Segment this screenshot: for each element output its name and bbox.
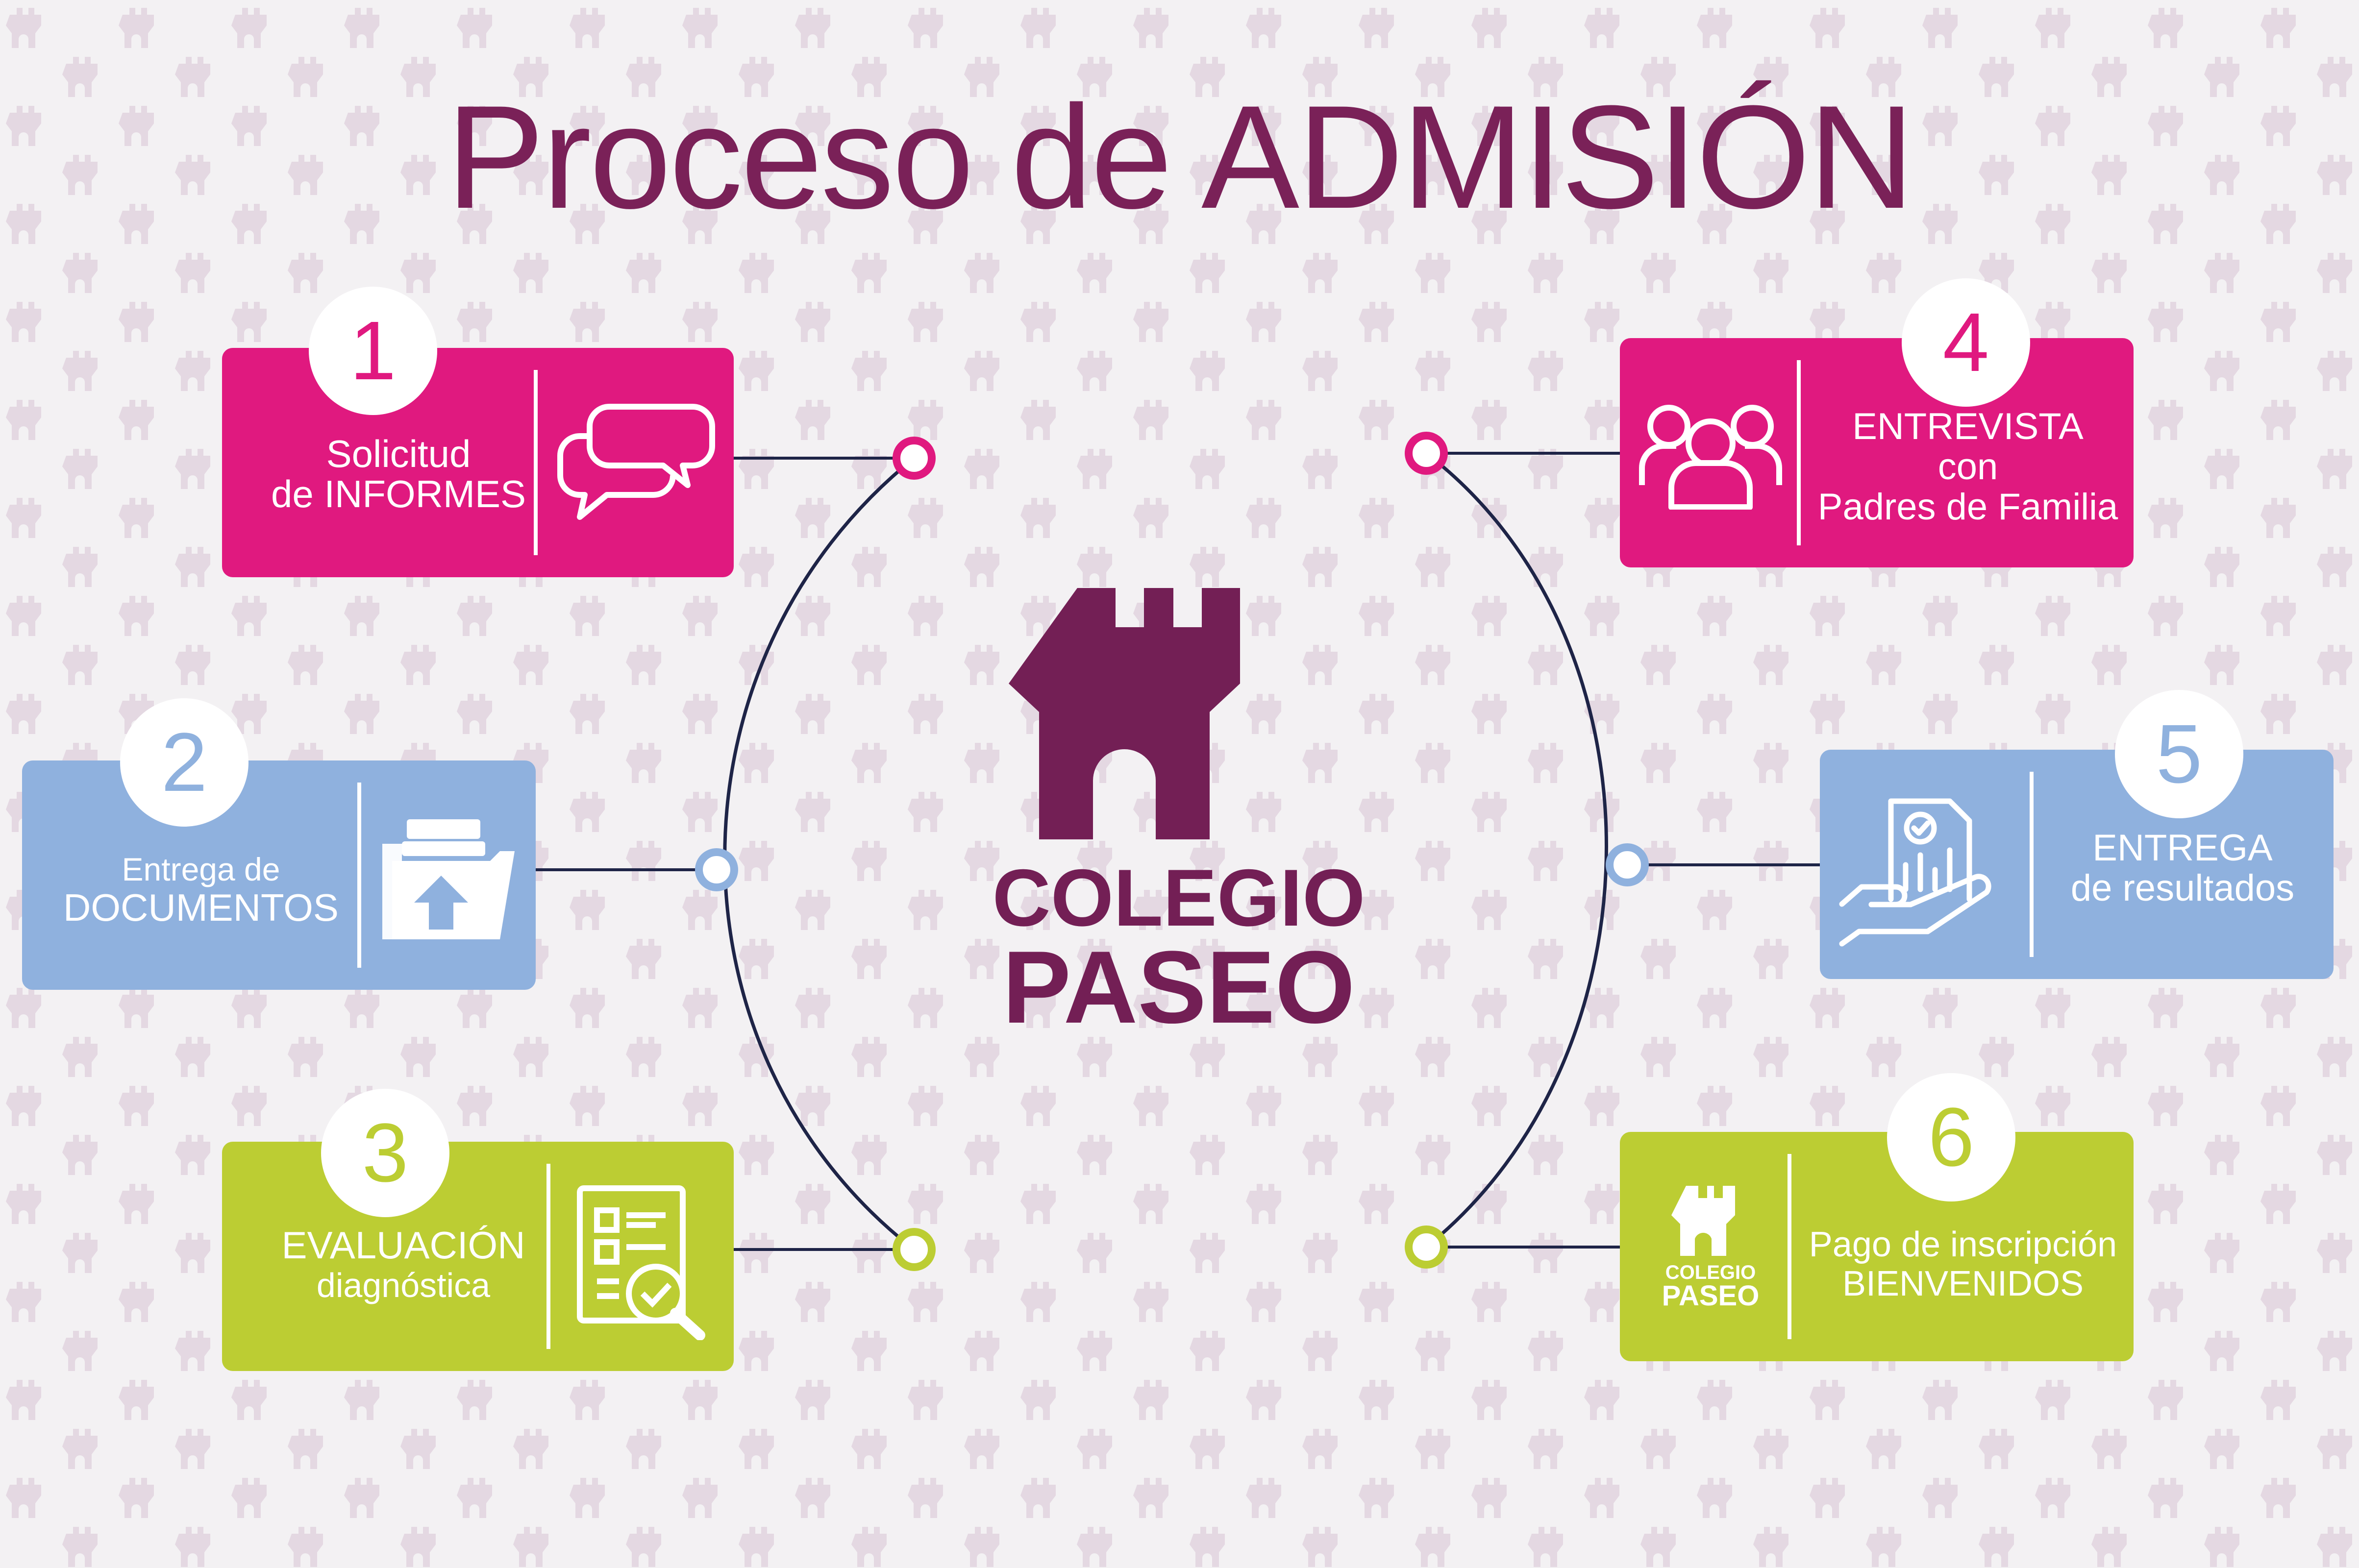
page-title: Proceso de ADMISIÓN (446, 74, 1915, 239)
node-3 (893, 1228, 936, 1271)
hand-report-icon (1839, 798, 1991, 947)
step-divider-1 (534, 370, 538, 555)
node-4 (1405, 432, 1448, 475)
step-card-4: ENTREVISTA con Padres de Familia (1620, 338, 2134, 567)
left-arc (723, 457, 916, 1251)
step-label-5: ENTREGA de resultados (2070, 827, 2295, 909)
step-card-5: ENTREGA de resultados (1820, 750, 2334, 979)
step-number-2: 2 (120, 698, 248, 827)
step-label-6: Pago de inscripción BIENVENIDOS (1809, 1225, 2117, 1303)
group-people-icon (1639, 405, 1782, 510)
step-divider-2 (357, 783, 361, 968)
logo-line-1: COLEGIO (992, 853, 1366, 943)
step-label-3: EVALUACIÓN diagnóstica (281, 1224, 525, 1304)
step-divider-4 (1797, 360, 1801, 545)
step-label-1: Solicitud de INFORMES (271, 432, 526, 515)
node-2 (695, 848, 738, 891)
step-card-3: EVALUACIÓN diagnóstica (222, 1142, 734, 1371)
step-card-1: Solicitud de INFORMES (222, 348, 734, 577)
step-number-5: 5 (2115, 690, 2243, 818)
node-6 (1405, 1225, 1448, 1269)
node-5 (1606, 843, 1649, 886)
step-label-4: ENTREVISTA con Padres de Familia (1817, 406, 2118, 528)
folder-upload-icon (382, 819, 515, 939)
step-number-6: 6 (1887, 1073, 2015, 1201)
step-number-4: 4 (1902, 278, 2030, 407)
step-divider-6 (1788, 1154, 1791, 1339)
node-1 (893, 437, 936, 480)
step-divider-5 (2030, 772, 2034, 957)
step-number-1: 1 (309, 287, 437, 415)
chat-bubbles-icon (557, 404, 715, 520)
colegio-paseo-logo: COLEGIO PASEO (970, 583, 1387, 1044)
castle-tower-icon (1009, 588, 1240, 839)
step-label-2: Entrega de DOCUMENTOS (63, 851, 339, 929)
logo-line-2: PASEO (1002, 930, 1355, 1045)
step-card-6: COLEGIO PASEO Pago de inscripción BIENVE… (1620, 1132, 2134, 1361)
colegio-paseo-logo-icon: COLEGIO PASEO (1647, 1181, 1774, 1318)
right-arc (1425, 452, 1608, 1249)
step-divider-3 (546, 1164, 550, 1349)
step-number-3: 3 (321, 1089, 449, 1217)
step-card-2: Entrega de DOCUMENTOS (22, 760, 536, 990)
checklist-magnifier-icon (577, 1185, 705, 1340)
